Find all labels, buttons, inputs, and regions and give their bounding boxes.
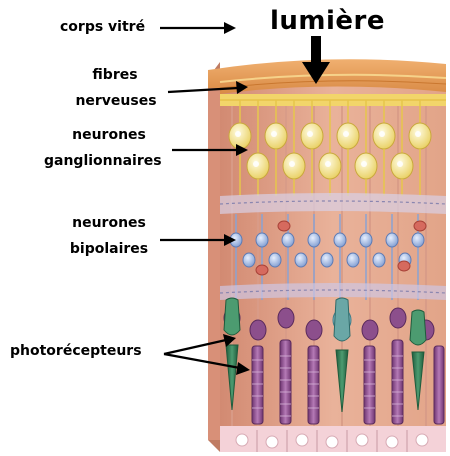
- light-arrow-shaft: [311, 36, 321, 66]
- label-fibres-nerveuses-line2: nerveuses: [68, 92, 164, 110]
- label-photorecepteurs: photorécepteurs: [10, 342, 142, 360]
- label-neurones-ganglionnaires-line2: ganglionnaires: [44, 152, 162, 170]
- label-neurones-bipolaires-line1: neurones: [62, 214, 156, 232]
- label-neurones-ganglionnaires-line1: neurones: [58, 126, 160, 144]
- diagram-title: lumière: [270, 6, 385, 36]
- label-corps-vitre: corps vitré: [60, 18, 145, 36]
- inner-plexiform-layer: [220, 193, 446, 214]
- label-neurones-bipolaires-line2: bipolaires: [62, 240, 156, 258]
- label-fibres-nerveuses-line1: fibres: [70, 66, 160, 84]
